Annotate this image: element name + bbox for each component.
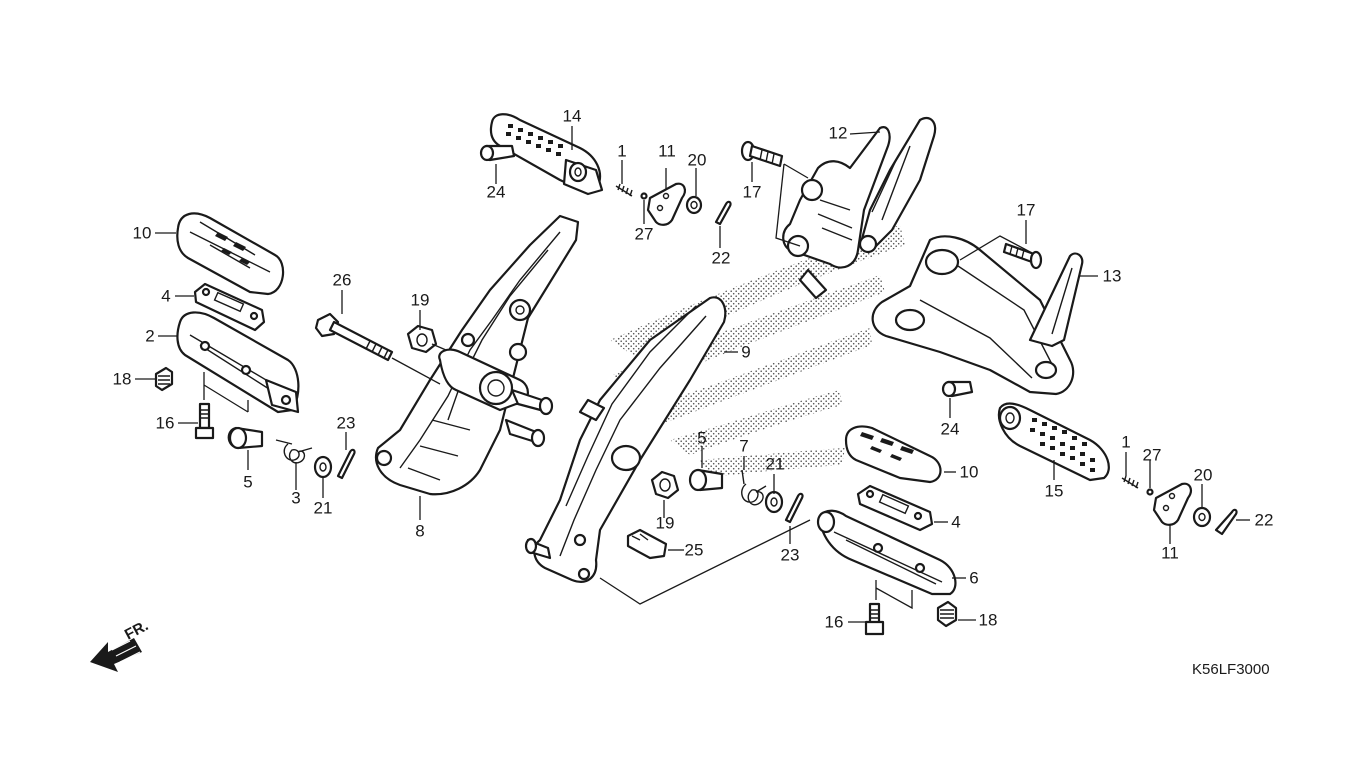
- callout-19: 19: [411, 291, 430, 310]
- callout-17: 17: [1017, 201, 1036, 220]
- footpeg-bracket-right: [524, 296, 727, 583]
- pin-center: [688, 468, 724, 492]
- callout-20: 20: [688, 151, 707, 170]
- bolt-17-right: [1002, 242, 1043, 270]
- grease-nipple-right: [936, 600, 958, 628]
- callout-10: 10: [133, 224, 152, 243]
- plate-11-upper: [646, 182, 686, 226]
- callout-24: 24: [487, 183, 506, 202]
- callout-16: 16: [825, 613, 844, 632]
- callout-18: 18: [113, 370, 132, 389]
- callout-5: 5: [697, 429, 706, 448]
- callout-14: 14: [563, 107, 582, 126]
- footpeg-right: [816, 509, 957, 596]
- footpeg-bracket-left: [374, 214, 580, 496]
- callout-4: 4: [951, 513, 960, 532]
- callout-27: 27: [635, 225, 654, 244]
- callout-20: 20: [1194, 466, 1213, 485]
- pin-24-right: [941, 380, 974, 398]
- callout-17: 17: [743, 183, 762, 202]
- passenger-bracket-13: [871, 235, 1084, 396]
- washer-center: [764, 490, 784, 514]
- diagram-code: K56LF3000: [1192, 661, 1270, 678]
- callout-13: 13: [1103, 267, 1122, 286]
- callout-9: 9: [741, 343, 750, 362]
- callout-22: 22: [1255, 511, 1274, 530]
- callout-21: 21: [766, 455, 785, 474]
- footpeg-rubber-left: [176, 212, 285, 296]
- washer-20-right: [1192, 506, 1212, 528]
- flange-nut-lower: [650, 470, 680, 500]
- callout-27: 27: [1143, 446, 1162, 465]
- callout-25: 25: [685, 541, 704, 560]
- callout-8: 8: [415, 522, 424, 541]
- washer-left: [313, 455, 333, 479]
- callout-15: 15: [1045, 482, 1064, 501]
- callout-1: 1: [617, 142, 626, 161]
- return-spring-center: [741, 469, 767, 506]
- footpeg-rubber-right: [844, 425, 942, 484]
- callout-11: 11: [1161, 544, 1179, 563]
- cotter-pin-center: [784, 492, 804, 524]
- cotter-pin-left: [336, 448, 356, 480]
- clip-22-upper: [714, 200, 732, 226]
- callout-6: 6: [969, 569, 978, 588]
- footpeg-plate-left: [193, 282, 266, 332]
- callout-5: 5: [243, 473, 252, 492]
- front-direction-arrow: FR.: [90, 617, 151, 672]
- footpeg-passenger-left: [489, 113, 604, 196]
- pin-left: [227, 426, 264, 450]
- callout-10: 10: [960, 463, 979, 482]
- spring-right: [1121, 475, 1139, 489]
- callout-18: 18: [979, 611, 998, 630]
- footpeg-plate-right: [856, 484, 934, 532]
- callout-1: 1: [1121, 433, 1130, 452]
- callout-22: 22: [712, 249, 731, 268]
- plate-11-right: [1152, 482, 1192, 526]
- return-spring-left: [275, 439, 313, 464]
- long-bolt: [314, 312, 394, 362]
- callout-3: 3: [291, 489, 300, 508]
- bolt-17-upper: [740, 140, 784, 168]
- callout-11: 11: [658, 142, 676, 161]
- callout-23: 23: [337, 414, 356, 433]
- footpeg-left: [176, 311, 300, 414]
- clip-22-right: [1214, 508, 1238, 536]
- passenger-bracket-12: [782, 116, 937, 300]
- callout-21: 21: [314, 499, 333, 518]
- callout-24: 24: [941, 420, 960, 439]
- pin-24-upper: [479, 144, 516, 162]
- callout-16: 16: [156, 414, 175, 433]
- callout-26: 26: [333, 271, 352, 290]
- grease-nipple-left: [154, 366, 174, 392]
- callout-numbers: 10 4 2 18 16 5 3 21 23 26 19 8 14 24 1 1…: [113, 107, 1274, 632]
- bolt-left: [194, 402, 215, 440]
- callout-4: 4: [161, 287, 170, 306]
- detent-ball-right: [1146, 488, 1154, 496]
- leader-lines: [135, 126, 1250, 623]
- spring-upper: [615, 183, 633, 197]
- callout-7: 7: [739, 437, 748, 456]
- flange-nut-upper: [406, 324, 438, 354]
- detent-ball-upper: [640, 192, 648, 200]
- washer-20-upper: [685, 195, 703, 215]
- bolt-25: [626, 528, 668, 560]
- callout-23: 23: [781, 546, 800, 565]
- bolt-right: [864, 602, 885, 636]
- callout-12: 12: [829, 124, 848, 143]
- footpeg-passenger-right: [997, 402, 1110, 482]
- callout-19: 19: [656, 514, 675, 533]
- callout-2: 2: [145, 327, 154, 346]
- front-direction-label: FR.: [122, 617, 151, 643]
